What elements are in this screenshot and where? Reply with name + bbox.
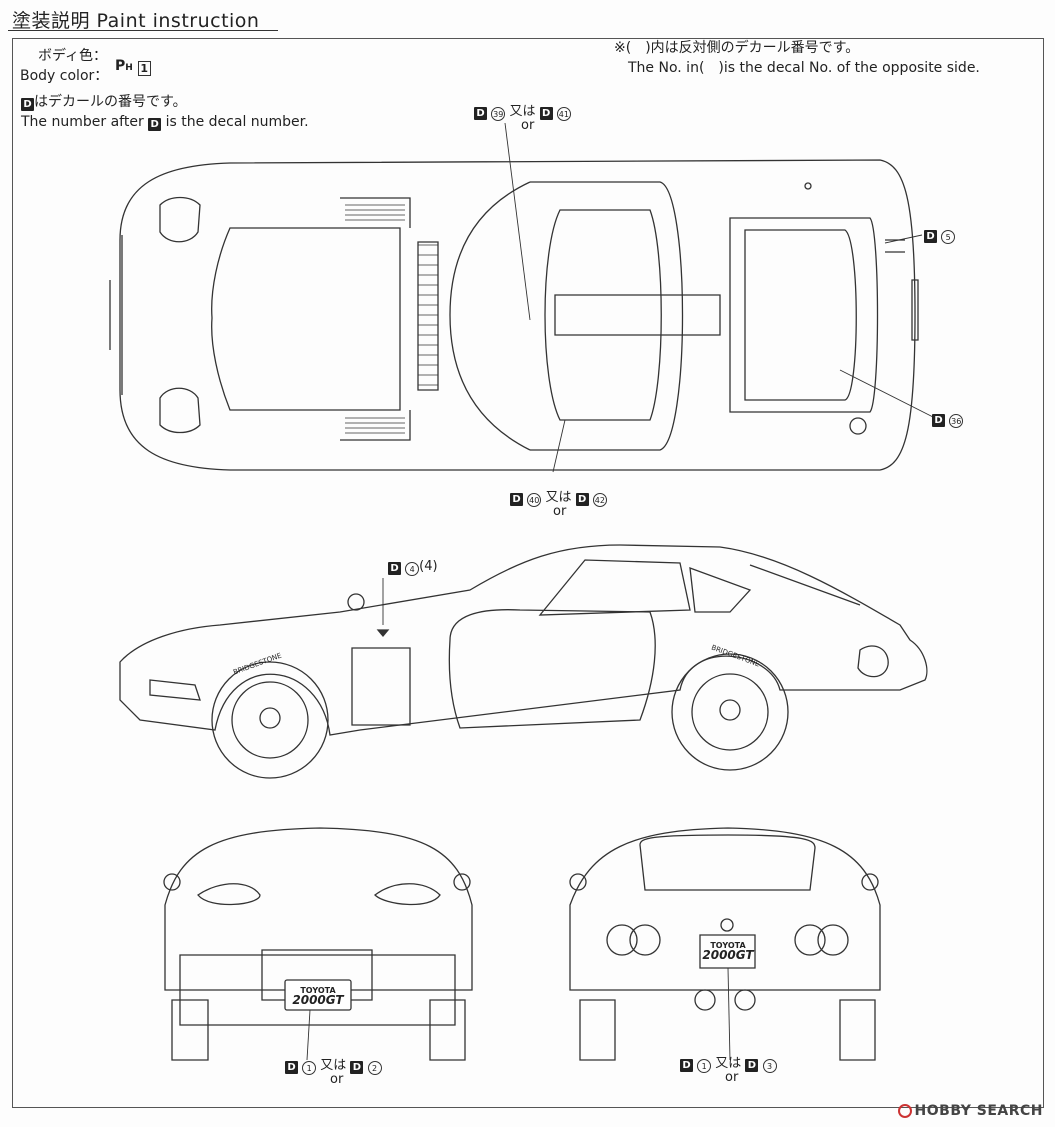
callout-top-5: D 5 [924, 227, 956, 244]
callout-side-4: D 4(4) [388, 559, 438, 576]
watermark: HOBBY SEARCH [897, 1103, 1043, 1119]
opposite-note-en: The No. in( )is the decal No. of the opp… [628, 60, 980, 76]
decal-note-en: The number after D is the decal number. [21, 114, 309, 131]
front-plate-model: 2000GT [292, 993, 344, 1007]
callout-front-or: or [330, 1072, 344, 1087]
title-underline [8, 30, 278, 31]
page-title: 塗装説明 Paint instruction [12, 10, 260, 32]
rear-plate-model: 2000GT [702, 948, 754, 962]
callout-top-or-a: or [521, 118, 535, 133]
callout-top-39-41: D 39 又は D 41 [474, 104, 571, 121]
callout-top-or-b: or [553, 504, 567, 519]
callout-leaders [306, 122, 936, 1061]
top-view-drawing [109, 159, 919, 471]
decal-d-icon: D [148, 118, 162, 131]
decal-d-icon: D [21, 98, 34, 111]
callout-top-40-42: D 40 又は D 42 [510, 490, 607, 507]
callout-front-1-2: D 1 又は D 2 [285, 1058, 382, 1075]
rear-plate-brand: TOYOTA [710, 941, 746, 950]
front-plate-brand: TOYOTA [300, 986, 336, 995]
callout-rear-or: or [725, 1070, 739, 1085]
hobbysearch-logo-icon [897, 1104, 912, 1118]
body-color-label-jp: ボディ色： [38, 48, 108, 64]
callout-top-36: D 36 [932, 411, 964, 428]
paint-code: PH 1 [115, 56, 151, 78]
body-color-label-en: Body color： [20, 68, 109, 84]
side-view-drawing [119, 544, 928, 779]
instruction-frame [12, 38, 1044, 1108]
opposite-note-jp: ※( )内は反対側のデカール番号です。 [614, 40, 860, 56]
rear-view-drawing [569, 827, 881, 1061]
front-view-drawing [163, 827, 473, 1061]
callout-rear-1-3: D 1 又は D 3 [680, 1056, 777, 1073]
